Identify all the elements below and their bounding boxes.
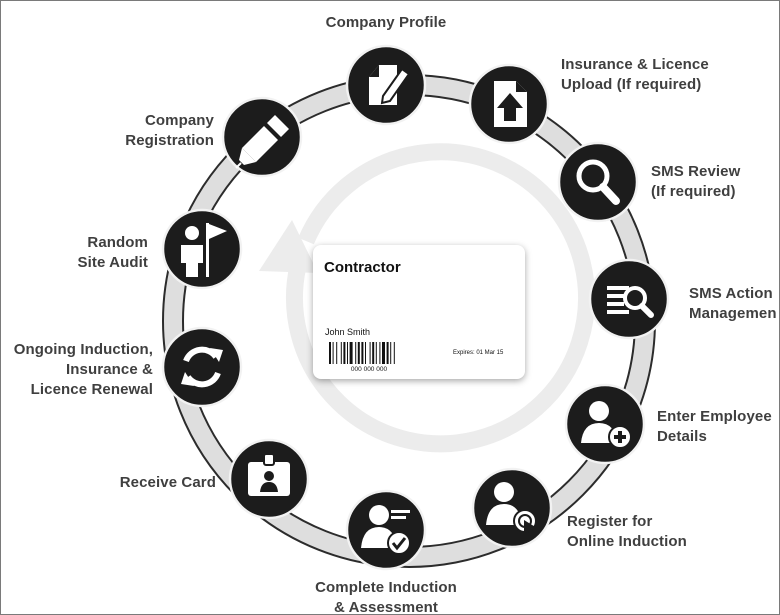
barcode bbox=[329, 342, 395, 364]
card-holder-name: John Smith bbox=[325, 327, 371, 337]
step-label-sms-review: SMS Review (If required) bbox=[651, 163, 741, 200]
step-node-register-induction bbox=[471, 467, 553, 549]
document-pencil-icon bbox=[369, 65, 411, 105]
step-label-ongoing-induction: Ongoing Induction, Insurance & Licence R… bbox=[13, 341, 153, 398]
step-node-ongoing-induction bbox=[161, 326, 243, 408]
magnifier-icon bbox=[576, 159, 620, 205]
step-node-insurance-upload bbox=[468, 63, 550, 145]
step-label-register-induction: Register for Online Induction bbox=[567, 513, 687, 550]
pen-icon bbox=[235, 115, 289, 169]
step-label-company-profile: Company Profile bbox=[325, 14, 447, 31]
step-node-enter-employee bbox=[564, 383, 646, 465]
list-magnifier-icon bbox=[607, 286, 654, 318]
person-check-icon bbox=[361, 505, 411, 555]
step-node-random-audit bbox=[161, 208, 243, 290]
step-node-receive-card bbox=[228, 438, 310, 520]
step-label-complete-induction: Complete Induction & Assessment bbox=[315, 579, 457, 615]
refresh-icon bbox=[181, 346, 223, 388]
step-node-sms-action bbox=[588, 258, 670, 340]
step-node-complete-induction bbox=[345, 489, 427, 571]
document-upload-icon bbox=[494, 81, 527, 127]
card-number: 000 000 000 bbox=[350, 366, 388, 373]
person-add-icon bbox=[581, 401, 632, 449]
step-node-sms-review bbox=[557, 141, 639, 223]
step-label-random-audit: Random Site Audit bbox=[77, 234, 148, 271]
step-label-company-registration: Company Registration bbox=[125, 112, 214, 149]
card-title: Contractor bbox=[324, 259, 401, 276]
contractor-id-card: Contractor John Smith 000 000 000 Expire… bbox=[313, 245, 525, 379]
person-click-icon bbox=[486, 482, 537, 536]
step-label-sms-action: SMS Action Managemen bbox=[689, 285, 777, 322]
step-node-company-registration bbox=[221, 96, 303, 178]
step-label-receive-card: Receive Card bbox=[119, 474, 216, 491]
step-node-company-profile bbox=[345, 44, 427, 126]
step-label-enter-employee: Enter Employee Details bbox=[657, 408, 772, 445]
person-flag-icon bbox=[181, 223, 227, 277]
inner-cycle-arrow bbox=[259, 143, 595, 453]
step-label-insurance-upload: Insurance & Licence Upload (If required) bbox=[561, 56, 709, 93]
card-expiry: Expires: 01 Mar 15 bbox=[453, 350, 504, 356]
id-badge-icon bbox=[248, 453, 290, 496]
